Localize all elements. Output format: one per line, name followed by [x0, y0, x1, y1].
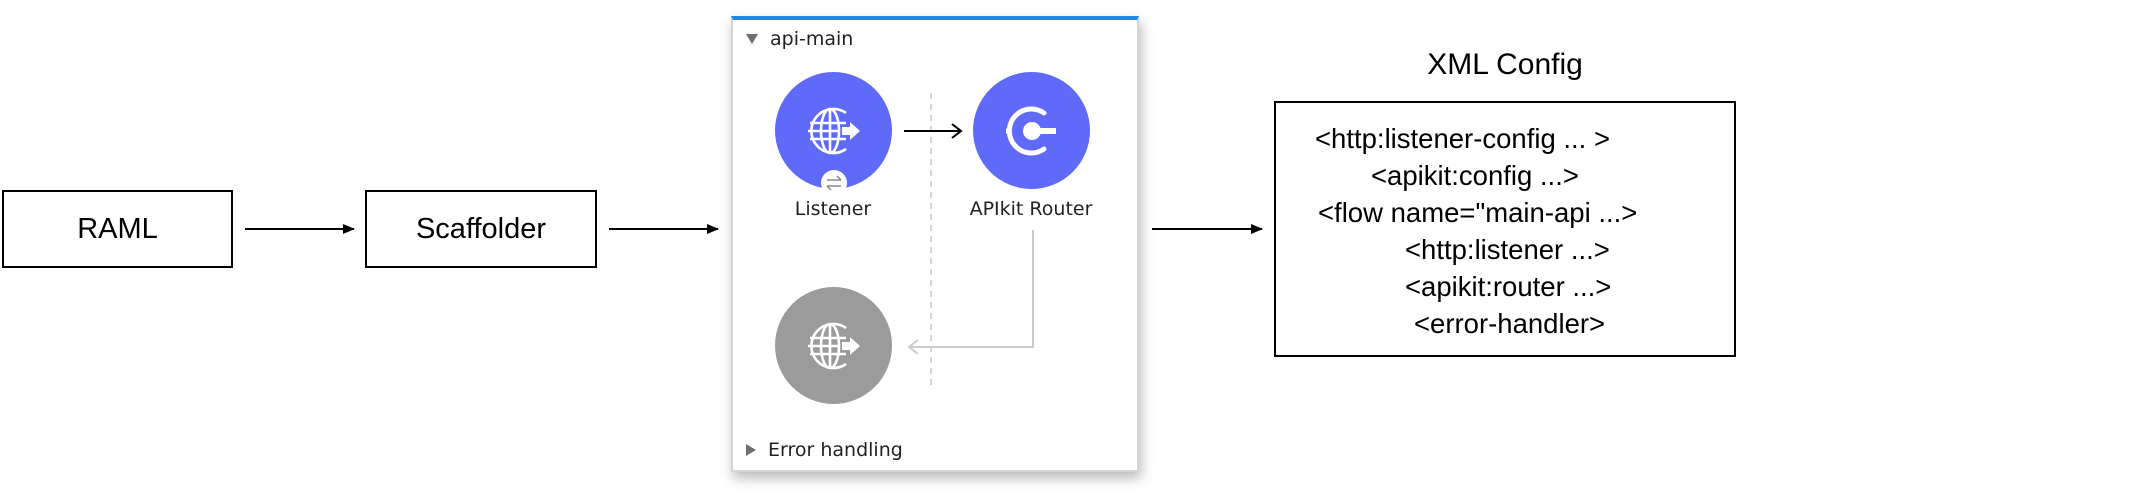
listener-source-badge [821, 170, 847, 196]
xml-config-box: <http:listener-config ... > <apikit:conf… [1274, 101, 1736, 357]
xml-line: <http:listener-config ... > [1315, 123, 1611, 154]
arrow-listener-to-router-head [951, 123, 963, 139]
xml-line: <apikit:router ...> [1405, 271, 1612, 302]
scaffolder-label: Scaffolder [415, 212, 547, 245]
expand-triangle-icon[interactable] [746, 444, 756, 456]
flow-name: api-main [770, 28, 854, 50]
listener-node[interactable] [775, 72, 892, 189]
router-to-error-connector-head [907, 339, 919, 355]
http-listener-globe-icon [807, 107, 860, 154]
apikit-router-icon [1005, 106, 1056, 155]
xml-config-title: XML Config [1427, 48, 1583, 81]
apikit-router-label: APIkit Router [969, 198, 1093, 220]
error-handling-section-header[interactable]: Error handling [746, 439, 903, 461]
raml-label: RAML [77, 212, 158, 245]
listener-label: Listener [794, 198, 872, 220]
scaffolder-box: Scaffolder [365, 190, 597, 268]
raml-box: RAML [2, 190, 233, 268]
error-handling-label: Error handling [768, 439, 903, 461]
flow-canvas-panel: api-main [731, 16, 1139, 472]
xml-line: <apikit:config ...> [1371, 160, 1579, 191]
http-listener-globe-icon [807, 322, 860, 369]
collapse-triangle-icon[interactable] [746, 34, 758, 44]
apikit-router-node[interactable] [973, 72, 1090, 189]
xml-line: <flow name="main-api ...> [1318, 197, 1638, 228]
flow-section-header[interactable]: api-main [746, 28, 853, 50]
xml-line: <error-handler> [1414, 308, 1606, 339]
exchange-arrows-icon [826, 175, 842, 191]
error-listener-node[interactable] [775, 287, 892, 404]
xml-line: <http:listener ...> [1405, 234, 1610, 265]
router-to-error-connector [909, 230, 1034, 348]
